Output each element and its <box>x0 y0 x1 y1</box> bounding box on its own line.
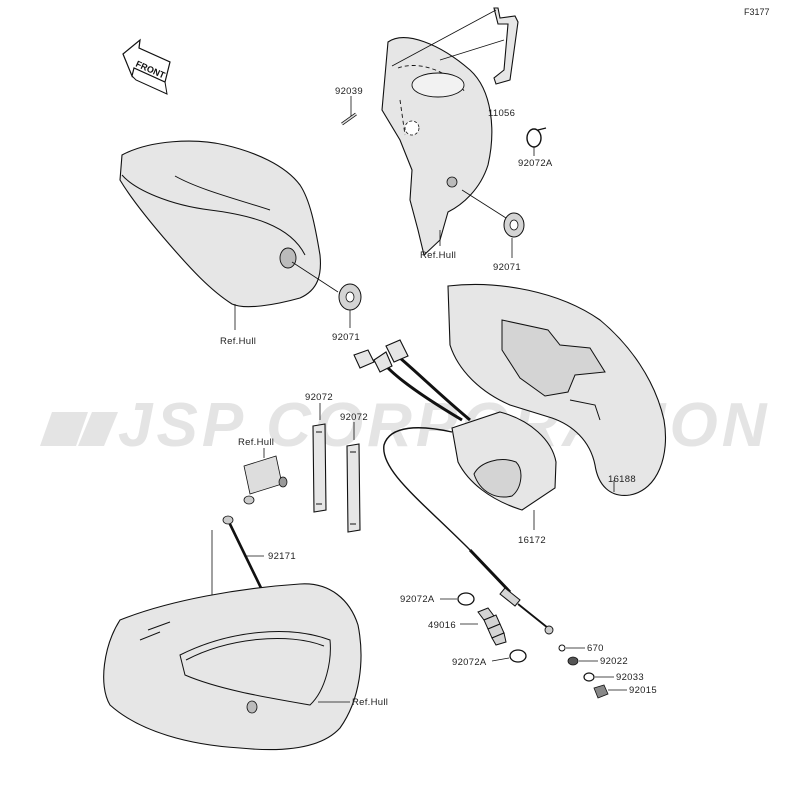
callout-92072a-top: 92072A <box>518 158 553 169</box>
callout-92022: 92022 <box>600 656 628 667</box>
callout-92072a-mid: 92072A <box>400 594 435 605</box>
fastener-set-mid <box>243 448 288 505</box>
callout-16188: 16188 <box>608 474 636 485</box>
callout-refhull-bottom: Ref.Hull <box>352 697 388 708</box>
callout-92033: 92033 <box>616 672 644 683</box>
figure-code: F3177 <box>744 7 770 17</box>
watermark-text: JSP CORPORATION <box>118 391 771 460</box>
callout-92072-2: 92072 <box>340 412 368 423</box>
clamp-92072a-top <box>526 127 547 156</box>
callout-49016: 49016 <box>428 620 456 631</box>
foam-block-16188 <box>447 283 667 496</box>
callout-92072-1: 92072 <box>305 392 333 403</box>
clamp-92072a-low <box>491 649 527 663</box>
callout-refhull-top: Ref.Hull <box>420 250 456 261</box>
callout-refhull-mid: Ref.Hull <box>238 437 274 448</box>
callout-92072a-low: 92072A <box>452 657 487 668</box>
callout-11056: 11056 <box>488 108 515 119</box>
left-hull-section <box>119 140 339 330</box>
callout-92039: 92039 <box>335 86 363 97</box>
callout-92171: 92171 <box>268 551 296 562</box>
callout-16172: 16172 <box>518 535 546 546</box>
callout-refhull-left: Ref.Hull <box>220 336 256 347</box>
callout-670: 670 <box>587 643 604 654</box>
small-parts-stack <box>558 644 627 699</box>
upper-hull-section <box>381 37 493 257</box>
boot-49016 <box>460 607 507 646</box>
clamp-92072a-mid <box>440 592 475 606</box>
front-arrow-icon: FRONT <box>122 38 171 95</box>
callout-92015: 92015 <box>629 685 657 696</box>
grommet-92071-right <box>461 189 525 258</box>
grommet-92071-left <box>338 283 362 328</box>
bracket-11056 <box>391 7 519 85</box>
strap-92072-a <box>312 403 327 513</box>
control-box-16172 <box>353 339 557 635</box>
pin-92039 <box>341 96 357 126</box>
lower-hull-section <box>103 583 362 751</box>
callout-92071-left: 92071 <box>332 332 360 343</box>
callout-92071-right: 92071 <box>493 262 521 273</box>
strap-92072-b <box>346 422 361 533</box>
